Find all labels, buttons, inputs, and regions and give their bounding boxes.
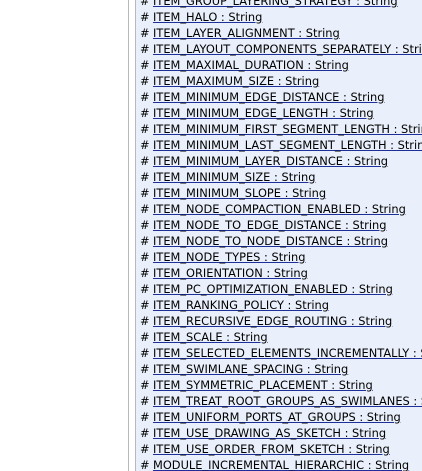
static-member-marker: # xyxy=(140,90,150,104)
member-row: #ITEM_MAXIMAL_DURATION : String xyxy=(136,57,422,73)
member-row: #ITEM_LAYOUT_COMPONENTS_SEPARATELY : Str… xyxy=(136,41,422,57)
member-row: #ITEM_USE_DRAWING_AS_SKETCH : String xyxy=(136,425,422,441)
static-member-marker: # xyxy=(140,394,150,408)
member-link[interactable]: ITEM_NODE_TO_NODE_DISTANCE : String xyxy=(153,234,388,248)
left-gutter xyxy=(0,0,128,471)
static-member-marker: # xyxy=(140,10,150,24)
member-row: #ITEM_LAYER_ALIGNMENT : String xyxy=(136,25,422,41)
member-row: #ITEM_MINIMUM_LAST_SEGMENT_LENGTH : Stri… xyxy=(136,137,422,153)
member-row: #ITEM_NODE_TYPES : String xyxy=(136,249,422,265)
static-member-marker: # xyxy=(140,58,150,72)
member-row: #ITEM_PC_OPTIMIZATION_ENABLED : String xyxy=(136,281,422,297)
member-link[interactable]: ITEM_RANKING_POLICY : String xyxy=(153,298,329,312)
member-row: #ITEM_UNIFORM_PORTS_AT_GROUPS : String xyxy=(136,409,422,425)
static-member-marker: # xyxy=(140,42,150,56)
static-member-marker: # xyxy=(140,282,150,296)
member-link[interactable]: ITEM_PC_OPTIMIZATION_ENABLED : String xyxy=(153,282,393,296)
member-row: #MODULE_INCREMENTAL_HIERARCHIC : String xyxy=(136,457,422,471)
member-link[interactable]: ITEM_MINIMUM_SIZE : String xyxy=(153,170,316,184)
static-member-marker: # xyxy=(140,426,150,440)
member-row: #ITEM_NODE_COMPACTION_ENABLED : String xyxy=(136,201,422,217)
member-link[interactable]: ITEM_MAXIMAL_DURATION : String xyxy=(153,58,349,72)
member-link[interactable]: ITEM_MINIMUM_SLOPE : String xyxy=(153,186,327,200)
member-link[interactable]: ITEM_MINIMUM_LAST_SEGMENT_LENGTH : Strin… xyxy=(153,138,422,152)
static-member-marker: # xyxy=(140,122,150,136)
member-row: #ITEM_MINIMUM_LAYER_DISTANCE : String xyxy=(136,153,422,169)
member-link[interactable]: ITEM_ORIENTATION : String xyxy=(153,266,308,280)
member-link[interactable]: ITEM_LAYOUT_COMPONENTS_SEPARATELY : Stri… xyxy=(153,42,422,56)
static-member-marker: # xyxy=(140,250,150,264)
static-member-marker: # xyxy=(140,154,150,168)
member-link[interactable]: ITEM_SWIMLANE_SPACING : String xyxy=(153,362,349,376)
member-link[interactable]: ITEM_MINIMUM_EDGE_DISTANCE : String xyxy=(153,90,385,104)
member-row: #ITEM_MINIMUM_SIZE : String xyxy=(136,169,422,185)
member-link[interactable]: ITEM_HALO : String xyxy=(153,10,263,24)
member-link[interactable]: ITEM_TREAT_ROOT_GROUPS_AS_SWIMLANES : St… xyxy=(153,394,422,408)
member-row: #ITEM_MINIMUM_FIRST_SEGMENT_LENGTH : Str… xyxy=(136,121,422,137)
member-row: #ITEM_TREAT_ROOT_GROUPS_AS_SWIMLANES : S… xyxy=(136,393,422,409)
member-row: #ITEM_MAXIMUM_SIZE : String xyxy=(136,73,422,89)
member-link[interactable]: ITEM_LAYER_ALIGNMENT : String xyxy=(153,26,340,40)
member-row: #ITEM_MINIMUM_EDGE_DISTANCE : String xyxy=(136,89,422,105)
member-link[interactable]: ITEM_MINIMUM_FIRST_SEGMENT_LENGTH : Stri… xyxy=(153,122,422,136)
static-member-marker: # xyxy=(140,0,150,8)
member-row: #ITEM_SWIMLANE_SPACING : String xyxy=(136,361,422,377)
static-member-marker: # xyxy=(140,202,150,216)
static-member-marker: # xyxy=(140,218,150,232)
member-link[interactable]: ITEM_MINIMUM_EDGE_LENGTH : String xyxy=(153,106,374,120)
member-row: #ITEM_HALO : String xyxy=(136,9,422,25)
member-row: #ITEM_SYMMETRIC_PLACEMENT : String xyxy=(136,377,422,393)
member-link[interactable]: ITEM_NODE_TO_EDGE_DISTANCE : String xyxy=(153,218,387,232)
static-member-marker: # xyxy=(140,74,150,88)
static-member-marker: # xyxy=(140,26,150,40)
member-link[interactable]: ITEM_SYMMETRIC_PLACEMENT : String xyxy=(153,378,373,392)
static-member-marker: # xyxy=(140,442,150,456)
member-row: #ITEM_MINIMUM_EDGE_LENGTH : String xyxy=(136,105,422,121)
member-link[interactable]: ITEM_SELECTED_ELEMENTS_INCREMENTALLY : S… xyxy=(153,346,422,360)
static-member-marker: # xyxy=(140,458,150,471)
member-link[interactable]: MODULE_INCREMENTAL_HIERARCHIC : String xyxy=(153,458,410,471)
static-member-marker: # xyxy=(140,234,150,248)
static-member-marker: # xyxy=(140,314,150,328)
static-member-marker: # xyxy=(140,266,150,280)
static-member-marker: # xyxy=(140,410,150,424)
member-row: #ITEM_ORIENTATION : String xyxy=(136,265,422,281)
static-member-marker: # xyxy=(140,170,150,184)
member-row: #ITEM_MINIMUM_SLOPE : String xyxy=(136,185,422,201)
static-member-marker: # xyxy=(140,138,150,152)
member-link[interactable]: ITEM_USE_ORDER_FROM_SKETCH : String xyxy=(153,442,390,456)
member-row: #ITEM_RANKING_POLICY : String xyxy=(136,297,422,313)
inner-border xyxy=(135,0,136,471)
member-row: #ITEM_RECURSIVE_EDGE_ROUTING : String xyxy=(136,313,422,329)
member-row: #ITEM_SELECTED_ELEMENTS_INCREMENTALLY : … xyxy=(136,345,422,361)
static-member-marker: # xyxy=(140,298,150,312)
member-row: #ITEM_NODE_TO_NODE_DISTANCE : String xyxy=(136,233,422,249)
member-row: #ITEM_USE_ORDER_FROM_SKETCH : String xyxy=(136,441,422,457)
member-link[interactable]: ITEM_NODE_TYPES : String xyxy=(153,250,306,264)
member-link[interactable]: ITEM_RECURSIVE_EDGE_ROUTING : String xyxy=(153,314,393,328)
static-member-marker: # xyxy=(140,378,150,392)
static-member-marker: # xyxy=(140,362,150,376)
outer-border xyxy=(128,0,129,471)
static-member-marker: # xyxy=(140,346,150,360)
static-member-marker: # xyxy=(140,186,150,200)
member-link[interactable]: ITEM_MAXIMUM_SIZE : String xyxy=(153,74,320,88)
member-row: #ITEM_GROUP_LAYERING_STRATEGY : String xyxy=(136,0,422,9)
static-member-marker: # xyxy=(140,106,150,120)
member-link[interactable]: ITEM_USE_DRAWING_AS_SKETCH : String xyxy=(153,426,387,440)
member-row: #ITEM_NODE_TO_EDGE_DISTANCE : String xyxy=(136,217,422,233)
member-link[interactable]: ITEM_NODE_COMPACTION_ENABLED : String xyxy=(153,202,406,216)
static-members-panel: #ITEM_GROUP_LAYERING_STRATEGY : String#I… xyxy=(136,0,422,471)
member-link[interactable]: ITEM_SCALE : String xyxy=(153,330,268,344)
static-member-marker: # xyxy=(140,330,150,344)
member-row: #ITEM_SCALE : String xyxy=(136,329,422,345)
member-link[interactable]: ITEM_UNIFORM_PORTS_AT_GROUPS : String xyxy=(153,410,401,424)
member-link[interactable]: ITEM_MINIMUM_LAYER_DISTANCE : String xyxy=(153,154,389,168)
member-link[interactable]: ITEM_GROUP_LAYERING_STRATEGY : String xyxy=(153,0,398,8)
member-list: #ITEM_GROUP_LAYERING_STRATEGY : String#I… xyxy=(136,0,422,471)
